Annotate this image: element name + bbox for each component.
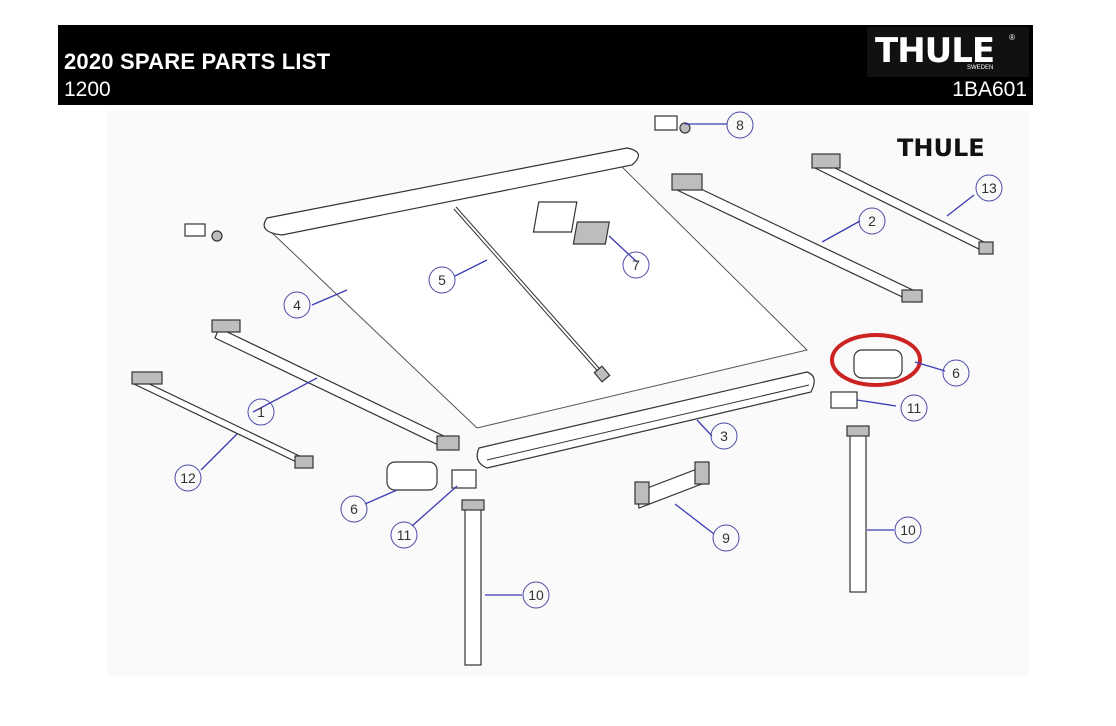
callout-6-left: 6	[340, 495, 368, 523]
model-number: 1200	[64, 78, 111, 101]
svg-text:5: 5	[438, 272, 446, 288]
logo-subtitle: SWEDEN	[967, 65, 994, 71]
callout-5: 5	[428, 266, 456, 294]
highlight-circle	[830, 333, 922, 387]
part-10-leg-right	[846, 425, 870, 593]
svg-text:9: 9	[722, 530, 730, 546]
callout-6-right: 6	[942, 359, 970, 387]
callout-9: 9	[712, 524, 740, 552]
part-end-cap-screw	[184, 223, 223, 242]
parts-drawing: THULE	[131, 111, 1003, 666]
callout-11-right: 11	[900, 394, 928, 422]
callout-7: 7	[622, 251, 650, 279]
svg-text:2: 2	[868, 213, 876, 229]
part-11-clip-right	[830, 391, 858, 409]
diagram-thule-logo: THULE	[897, 134, 985, 162]
svg-text:4: 4	[293, 297, 301, 313]
part-10-leg-left	[461, 499, 485, 666]
svg-text:1: 1	[257, 404, 265, 420]
svg-text:11: 11	[397, 527, 412, 543]
part-3-front-roller-case	[476, 371, 815, 469]
logo-wordmark: THULE	[875, 31, 995, 71]
part-9-rail	[634, 461, 710, 509]
part-13-arm	[811, 153, 994, 255]
part-5-tension-rod	[453, 206, 611, 383]
callout-12: 12	[174, 464, 202, 492]
callout-8: 8	[726, 111, 754, 139]
svg-text:3: 3	[720, 428, 728, 444]
part-12-arm	[131, 371, 314, 469]
svg-text:12: 12	[180, 470, 196, 486]
part-7-bracket	[532, 201, 610, 245]
part-6-end-cap-right	[830, 333, 922, 387]
callout-10-right: 10	[894, 516, 922, 544]
header-bar: 2020 SPARE PARTS LIST 1200 1BA601 THULE …	[58, 25, 1033, 105]
part-6-end-cap-left	[386, 461, 438, 491]
svg-text:7: 7	[632, 257, 640, 273]
callout-13: 13	[975, 174, 1003, 202]
callout-1: 1	[247, 398, 275, 426]
callout-2: 2	[858, 207, 886, 235]
part-4-awning-fabric	[263, 147, 808, 429]
svg-text:6: 6	[952, 365, 960, 381]
part-2-arm	[671, 173, 923, 303]
callout-10-left: 10	[522, 581, 550, 609]
exploded-parts-diagram: THULE	[107, 110, 1029, 676]
callout-4: 4	[283, 291, 311, 319]
logo-registered-mark: ®	[1009, 33, 1015, 42]
svg-text:11: 11	[907, 400, 922, 416]
thule-logo: THULE SWEDEN ®	[867, 27, 1029, 77]
svg-text:10: 10	[528, 587, 544, 603]
svg-text:10: 10	[900, 522, 916, 538]
part-code: 1BA601	[952, 78, 1027, 101]
svg-text:8: 8	[736, 117, 744, 133]
svg-text:6: 6	[350, 501, 358, 517]
callout-11-left: 11	[390, 521, 418, 549]
svg-text:13: 13	[981, 180, 997, 196]
part-11-clip-left	[451, 469, 477, 489]
document-title: 2020 SPARE PARTS LIST	[64, 49, 331, 74]
callout-3: 3	[710, 422, 738, 450]
part-1-arm	[211, 319, 460, 451]
part-8-end-cap	[654, 115, 691, 134]
